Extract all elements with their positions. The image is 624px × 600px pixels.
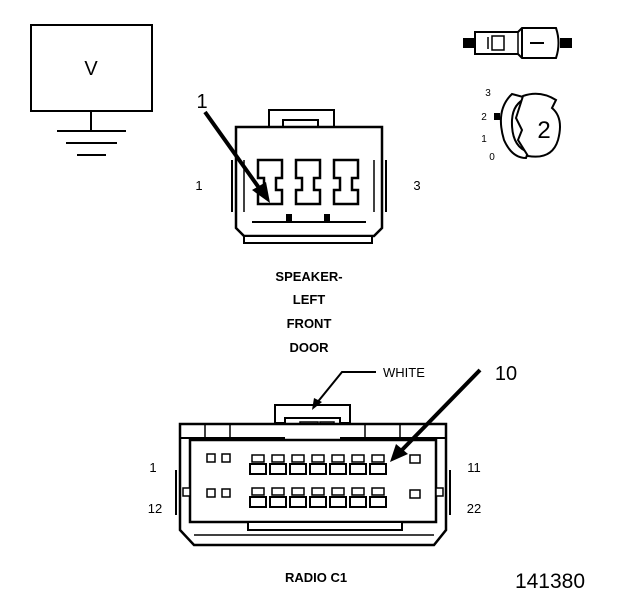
radio-terminal-cavity	[349, 487, 367, 508]
radio-terminal-cavity	[289, 454, 307, 475]
radio-terminal-cavity	[269, 454, 287, 475]
speaker-pin-right: 3	[413, 178, 420, 193]
radio-terminal-cavity	[249, 454, 267, 475]
radio-terminal-cavity	[329, 487, 347, 508]
voltmeter-label: V	[84, 58, 98, 80]
speaker-pin-left: 1	[195, 178, 202, 193]
radio-terminal-cavity	[269, 487, 287, 508]
speaker-name-line-1: SPEAKER-	[275, 269, 342, 284]
radio-callout: 10	[495, 363, 517, 385]
radio-color-note: WHITE	[383, 365, 425, 380]
speaker-name-line-2: LEFT	[293, 292, 326, 307]
radio-terminal-cavity	[289, 487, 307, 508]
radio-pin-top-left: 1	[149, 460, 156, 475]
probe-tip-icon	[463, 27, 572, 59]
probe-scale-0: 0	[489, 152, 495, 163]
radio-terminal-cavity	[309, 487, 327, 508]
radio-pin-top-right: 11	[467, 460, 481, 475]
radio-terminal-cavity	[349, 454, 367, 475]
radio-terminal-cavity	[369, 454, 387, 475]
radio-pin-bottom-left: 12	[148, 501, 162, 516]
probe-scale-3: 3	[485, 88, 491, 99]
speaker-connector	[231, 109, 387, 244]
speaker-name-line-3: FRONT	[287, 316, 332, 331]
radio-terminal-cavity	[309, 454, 327, 475]
radio-connector-name: RADIO C1	[285, 570, 347, 585]
ground-icon	[57, 130, 126, 156]
radio-terminal-cavity	[369, 487, 387, 508]
radio-pin-bottom-right: 22	[467, 501, 481, 516]
probe-tool-icon	[494, 92, 561, 160]
radio-terminal-cavity	[329, 454, 347, 475]
radio-callout-arrow	[390, 368, 482, 462]
white-pointer-line	[312, 371, 376, 410]
radio-terminal-cavity	[249, 487, 267, 508]
figure-number: 141380	[515, 570, 585, 593]
radio-connector	[175, 404, 451, 547]
radio-cavity-grid	[249, 454, 387, 508]
probe-scale-1: 1	[481, 134, 487, 145]
probe-callout: 2	[537, 117, 550, 144]
speaker-callout-arrow	[203, 110, 270, 203]
probe-scale-2: 2	[481, 112, 487, 123]
speaker-callout: 1	[196, 91, 207, 113]
speaker-name-line-4: DOOR	[290, 340, 330, 355]
voltmeter-symbol: V	[30, 24, 153, 131]
